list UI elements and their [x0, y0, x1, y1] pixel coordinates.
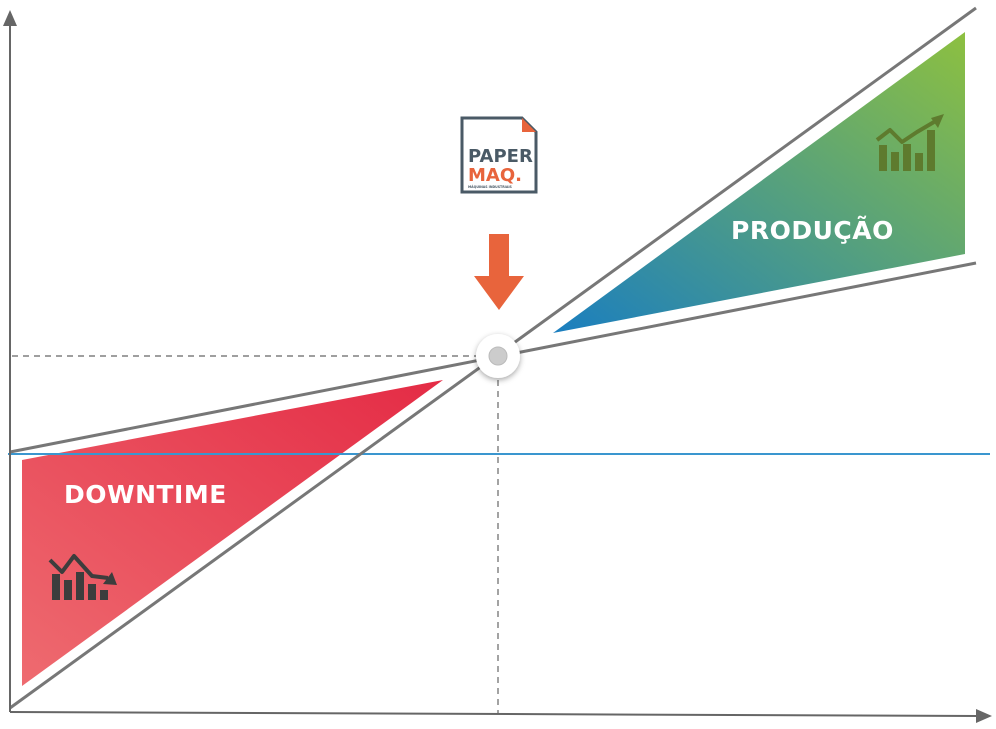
papermaq-logo: PAPER MAQ. MÁQUINAS INDUSTRIAIS	[460, 116, 538, 194]
producao-region	[553, 32, 965, 333]
chart-down-icon	[48, 554, 117, 600]
downtime-label: DOWNTIME	[64, 480, 227, 509]
logo-text-line2: MAQ.	[468, 165, 522, 186]
x-axis-arrowhead	[976, 709, 992, 723]
logo-tagline: MÁQUINAS INDUSTRIAIS	[468, 184, 513, 189]
chart-up-icon	[875, 114, 944, 171]
intersection-marker	[476, 334, 520, 378]
x-axis	[9, 711, 979, 717]
arrow-down-icon	[474, 234, 524, 310]
y-axis-arrowhead	[3, 10, 17, 26]
downtime-region	[22, 380, 443, 686]
producao-label: PRODUÇÃO	[731, 216, 894, 245]
logo-text-line1: PAPER	[468, 146, 533, 167]
